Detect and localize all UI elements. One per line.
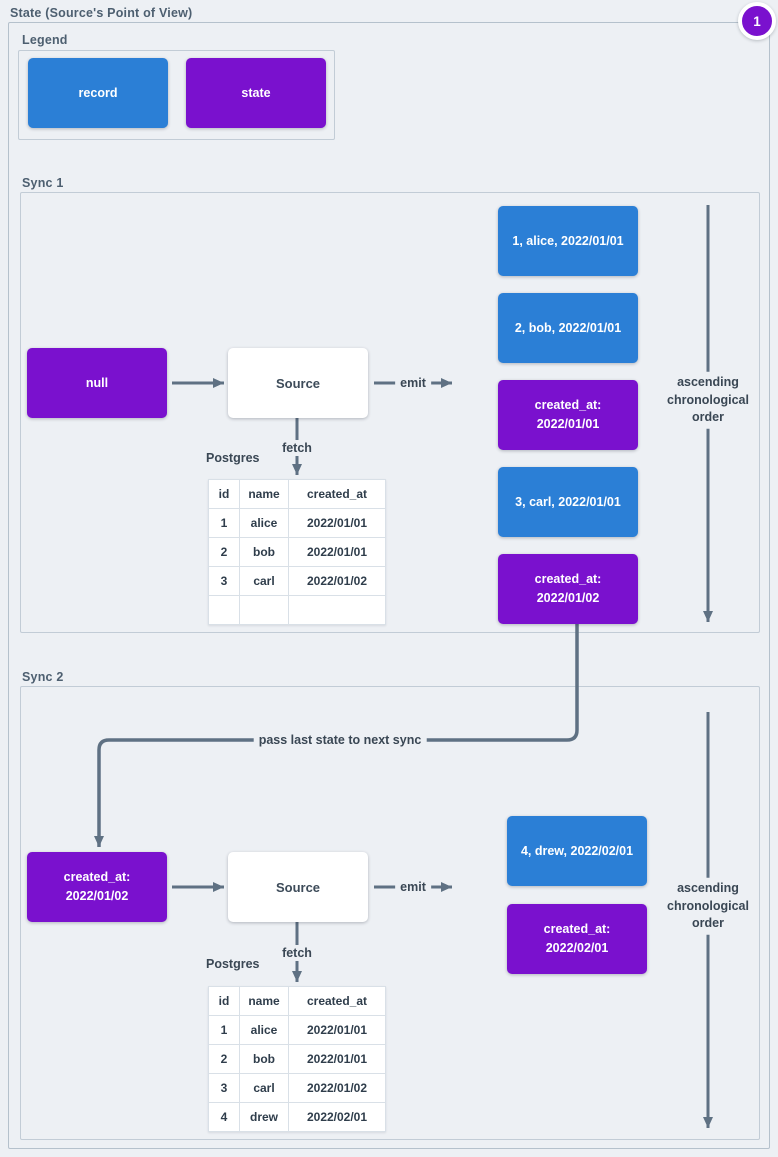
cell-name: carl — [239, 1073, 289, 1103]
cell-created-at: 2022/01/01 — [288, 508, 386, 538]
sync1-input-state-label: null — [85, 375, 109, 390]
emitted-label: 1, alice, 2022/01/01 — [512, 233, 624, 248]
sync2-input-state-label: created_at: 2022/01/02 — [63, 870, 131, 903]
legend-state-label: state — [241, 85, 271, 100]
sync2-postgres-table: id name created_at 1 alice 2022/01/01 2 … — [208, 986, 386, 1132]
sync2-label: Sync 2 — [22, 670, 64, 684]
sync2-emitted-state-1: created_at: 2022/02/01 — [507, 904, 647, 974]
emitted-label: created_at: 2022/01/02 — [534, 572, 602, 605]
cell-id: 1 — [208, 508, 240, 538]
legend-frame — [18, 50, 335, 140]
cell-name: drew — [239, 1102, 289, 1132]
cell-id: 1 — [208, 1015, 240, 1045]
table-row: 1 alice 2022/01/01 — [208, 508, 386, 538]
sync1-emitted-record-2: 2, bob, 2022/01/01 — [498, 293, 638, 363]
sync1-fetch-label: fetch — [277, 440, 317, 456]
page-title: State (Source's Point of View) — [10, 6, 193, 20]
table-header-row: id name created_at — [208, 986, 386, 1016]
sync1-ascending-label: ascending chronological order — [660, 371, 756, 429]
emitted-label: 4, drew, 2022/02/01 — [520, 843, 634, 858]
cell-created-at: 2022/01/02 — [288, 1073, 386, 1103]
table-row-empty — [208, 595, 386, 625]
sync1-postgres-table: id name created_at 1 alice 2022/01/01 2 … — [208, 479, 386, 625]
sync1-source-label: Source — [275, 375, 321, 391]
sync1-emitted-record-3: 3, carl, 2022/01/01 — [498, 467, 638, 537]
annotation-badge-number: 1 — [753, 13, 761, 29]
cell-name: carl — [239, 566, 289, 596]
sync2-emit-label: emit — [395, 879, 431, 895]
cell-name — [239, 595, 289, 625]
emitted-label: 2, bob, 2022/01/01 — [514, 320, 622, 335]
cell-id — [208, 595, 240, 625]
sync1-input-state-box: null — [27, 348, 167, 418]
sync2-emitted-record-1: 4, drew, 2022/02/01 — [507, 816, 647, 886]
emitted-label: 3, carl, 2022/01/01 — [515, 494, 621, 509]
cell-name: bob — [239, 1044, 289, 1074]
annotation-badge: 1 — [738, 2, 776, 40]
sync2-ascending-label: ascending chronological order — [660, 877, 756, 935]
sync1-label: Sync 1 — [22, 176, 64, 190]
cell-name: bob — [239, 537, 289, 567]
emitted-label: created_at: 2022/01/01 — [534, 398, 602, 431]
cell-created-at: 2022/02/01 — [288, 1102, 386, 1132]
cell-id: 4 — [208, 1102, 240, 1132]
legend-record-box: record — [28, 58, 168, 128]
sync2-input-state-box: created_at: 2022/01/02 — [27, 852, 167, 922]
sync2-fetch-label: fetch — [277, 945, 317, 961]
sync2-frame — [20, 686, 760, 1140]
table-row: 3 carl 2022/01/02 — [208, 1073, 386, 1103]
sync2-source-box: Source — [228, 852, 368, 922]
table-row: 2 bob 2022/01/01 — [208, 537, 386, 567]
cell-id: 3 — [208, 566, 240, 596]
pass-state-label: pass last state to next sync — [253, 732, 427, 748]
col-header-id: id — [208, 986, 240, 1016]
table-row: 3 carl 2022/01/02 — [208, 566, 386, 596]
col-header-id: id — [208, 479, 240, 509]
legend-record-label: record — [78, 85, 118, 100]
table-row: 2 bob 2022/01/01 — [208, 1044, 386, 1074]
cell-name: alice — [239, 508, 289, 538]
legend-state-box: state — [186, 58, 326, 128]
table-row: 1 alice 2022/01/01 — [208, 1015, 386, 1045]
cell-created-at: 2022/01/01 — [288, 1044, 386, 1074]
sync2-postgres-label: Postgres — [206, 957, 260, 971]
cell-name: alice — [239, 1015, 289, 1045]
col-header-created-at: created_at — [288, 479, 386, 509]
sync1-emit-label: emit — [395, 375, 431, 391]
col-header-name: name — [239, 479, 289, 509]
cell-created-at: 2022/01/01 — [288, 537, 386, 567]
col-header-name: name — [239, 986, 289, 1016]
cell-id: 3 — [208, 1073, 240, 1103]
table-row: 4 drew 2022/02/01 — [208, 1102, 386, 1132]
cell-created-at: 2022/01/01 — [288, 1015, 386, 1045]
sync1-frame — [20, 192, 760, 633]
cell-id: 2 — [208, 537, 240, 567]
sync1-postgres-label: Postgres — [206, 451, 260, 465]
sync2-source-label: Source — [275, 879, 321, 895]
cell-created-at — [288, 595, 386, 625]
sync1-emitted-state-1: created_at: 2022/01/01 — [498, 380, 638, 450]
legend-label: Legend — [22, 33, 68, 47]
emitted-label: created_at: 2022/02/01 — [543, 922, 611, 955]
outer-frame — [8, 22, 770, 1149]
cell-created-at: 2022/01/02 — [288, 566, 386, 596]
sync1-emitted-record-1: 1, alice, 2022/01/01 — [498, 206, 638, 276]
cell-id: 2 — [208, 1044, 240, 1074]
sync1-source-box: Source — [228, 348, 368, 418]
col-header-created-at: created_at — [288, 986, 386, 1016]
sync1-emitted-state-2: created_at: 2022/01/02 — [498, 554, 638, 624]
table-header-row: id name created_at — [208, 479, 386, 509]
